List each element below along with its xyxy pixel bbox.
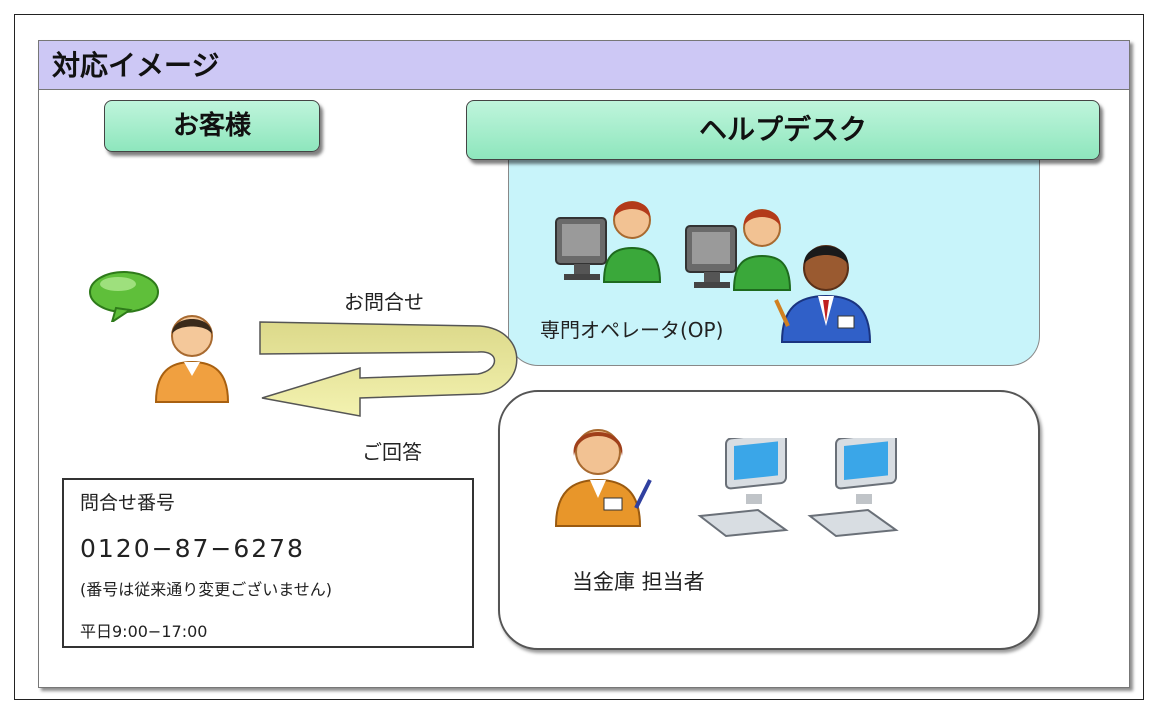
contact-note: (番号は従来通り変更ございません) (80, 580, 333, 599)
contact-hours: 平日9:00−17:00 (80, 622, 208, 641)
speech-bubble-icon (89, 271, 159, 322)
contact-phone-number: 0120−87−6278 (80, 534, 305, 563)
page-title: 対応イメージ (52, 49, 220, 82)
header-bar (38, 40, 1130, 90)
operator-label: 専門オペレータ(OP) (540, 318, 724, 342)
desktop-computer-icon (807, 438, 899, 538)
staff-person-icon (554, 429, 652, 527)
customer-person-icon (154, 315, 230, 403)
inquiry-label: お問合せ (344, 290, 424, 314)
helpdesk-label: ヘルプデスク (466, 100, 1100, 160)
contact-info-title: 問合せ番号 (80, 492, 176, 514)
contact-info-box (62, 478, 474, 648)
customer-label: お客様 (104, 100, 320, 152)
answer-label: ご回答 (362, 440, 422, 464)
desktop-computer-icon (697, 438, 789, 538)
branch-staff-label: 当金庫 担当者 (572, 570, 705, 594)
operator-at-computer-icon (685, 209, 792, 291)
supervisor-icon (774, 245, 872, 343)
operator-at-computer-icon (555, 201, 662, 283)
inquiry-answer-arrow (259, 321, 518, 417)
